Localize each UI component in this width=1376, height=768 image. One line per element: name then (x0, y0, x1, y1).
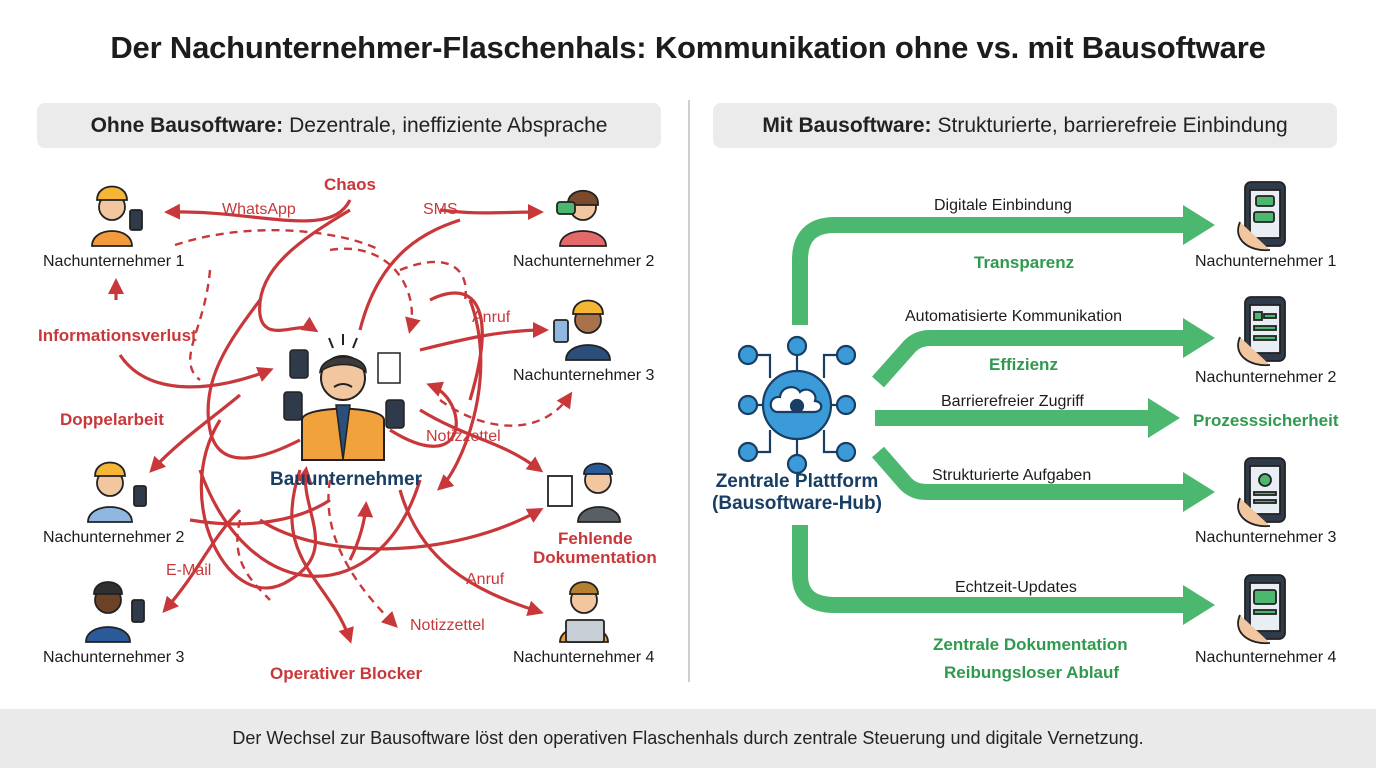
right-sub-label-4: Nachunternehmer 4 (1195, 649, 1337, 666)
left-sub-label-6: Nachunternehmer 4 (513, 649, 655, 666)
hub-label-line-2: (Bausoftware-Hub) (712, 493, 882, 514)
benefit-transparenz: Transparenz (974, 253, 1075, 272)
phone-icons-right (1237, 181, 1286, 645)
worker-icon-1 (91, 185, 143, 247)
channel-email: E-Mail (166, 562, 212, 579)
hub-label-line-1: Zentrale Plattform (715, 471, 879, 492)
problem-informationsverlust: Informationsverlust (38, 326, 197, 345)
benefit-prozesssicherheit: Prozesssicherheit (1193, 411, 1339, 430)
left-heading-bold: Ohne Bausoftware: (90, 113, 284, 137)
footer-summary: Der Wechsel zur Bausoftware löst den ope… (0, 709, 1376, 768)
worker-icon-3 (553, 299, 611, 361)
channel-notizzettel-1: Notizzettel (426, 428, 501, 445)
worker-icon-5 (547, 462, 621, 523)
problem-dokumentation: Dokumentation (533, 548, 657, 567)
phone-icon-2 (1237, 296, 1286, 367)
channel-anruf-2: Anruf (466, 571, 505, 588)
subcontractor-icons-left (85, 185, 621, 643)
green-arrowheads (1148, 205, 1215, 625)
dashed-arrows (174, 229, 573, 628)
right-heading-bold: Mit Bausoftware: (762, 113, 932, 137)
worker-icon-7 (559, 581, 609, 643)
problem-fehlende: Fehlende (558, 529, 633, 548)
page-title: Der Nachunternehmer-Flaschenhals: Kommun… (110, 30, 1266, 65)
left-heading-text: Dezentrale, ineffiziente Absprache (289, 113, 608, 137)
flow-digitale-einbindung: Digitale Einbindung (934, 197, 1072, 214)
phone-icon-4 (1237, 574, 1286, 645)
flow-barrierefreier-zugriff: Barrierefreier Zugriff (941, 393, 1084, 410)
worker-icon-2 (556, 190, 607, 247)
channel-anruf-1: Anruf (472, 309, 511, 326)
worker-icon-4 (87, 461, 147, 523)
chaos-arrows (108, 199, 549, 644)
hub-label: Zentrale Plattform (Bausoftware-Hub) (702, 471, 892, 515)
right-sub-label-2: Nachunternehmer 2 (1195, 369, 1337, 386)
green-flows (792, 217, 1185, 613)
problem-operativer-blocker: Operativer Blocker (270, 664, 423, 683)
contractor-label: Bauunternehmer (269, 469, 423, 490)
channel-sms: SMS (423, 201, 458, 218)
phone-icon-1 (1237, 181, 1286, 252)
benefit-effizienz: Effizienz (989, 355, 1058, 374)
panel-divider (688, 100, 690, 682)
left-sub-label-5: Nachunternehmer 3 (43, 649, 185, 666)
problem-chaos: Chaos (324, 175, 376, 194)
channel-whatsapp: WhatsApp (222, 201, 296, 218)
flow-strukturierte-aufgaben: Strukturierte Aufgaben (932, 467, 1092, 484)
left-sub-label-4: Nachunternehmer 2 (43, 529, 185, 546)
right-heading-text: Strukturierte, barrierefreie Einbindung (937, 113, 1288, 137)
channel-notizzettel-2: Notizzettel (410, 617, 485, 634)
problem-doppelarbeit: Doppelarbeit (60, 410, 164, 429)
left-panel-heading: Ohne Bausoftware: Dezentrale, ineffizien… (37, 103, 661, 148)
phone-icon-3 (1237, 457, 1286, 528)
benefit-reibungsloser-ablauf: Reibungsloser Ablauf (944, 663, 1120, 682)
left-sub-label-1: Nachunternehmer 1 (43, 253, 185, 270)
right-sub-label-1: Nachunternehmer 1 (1195, 253, 1337, 270)
benefit-zentrale-dokumentation: Zentrale Dokumentation (933, 635, 1128, 654)
flow-echtzeit-updates: Echtzeit-Updates (955, 579, 1077, 596)
right-sub-label-3: Nachunternehmer 3 (1195, 529, 1337, 546)
worker-icon-6 (85, 581, 145, 643)
cloud-hub-icon (737, 335, 857, 475)
right-panel-heading: Mit Bausoftware: Strukturierte, barriere… (713, 103, 1337, 148)
flow-automatisierte-kommunikation: Automatisierte Kommunikation (905, 308, 1122, 325)
left-sub-label-3: Nachunternehmer 3 (513, 367, 655, 384)
left-sub-label-2: Nachunternehmer 2 (513, 253, 655, 270)
contractor-person-icon (283, 334, 405, 461)
